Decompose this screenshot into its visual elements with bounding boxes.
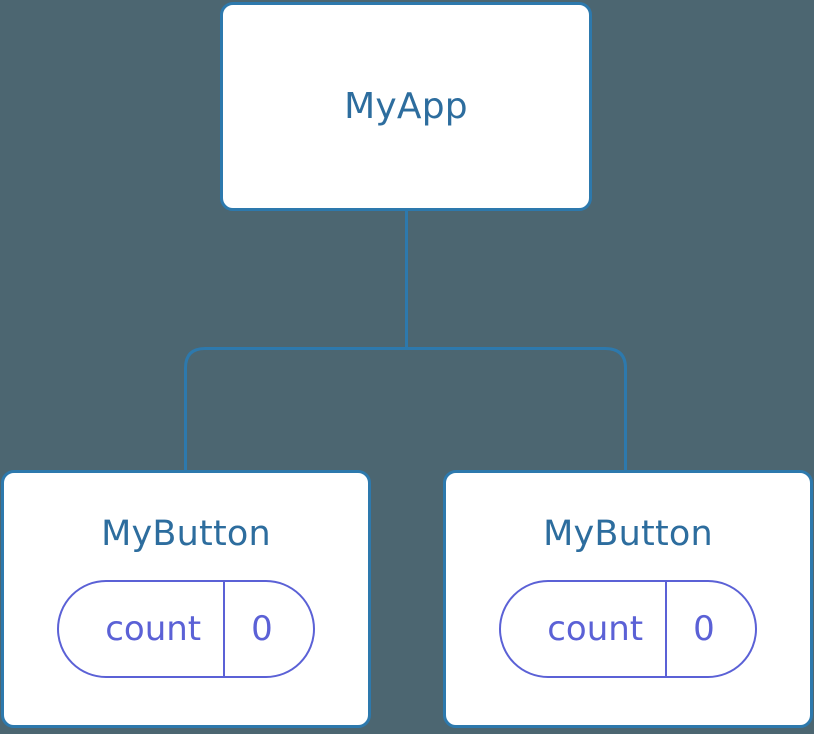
tree-node-root[interactable]: MyApp [220,2,592,211]
state-key: count [105,609,202,649]
node-title: MyApp [344,85,468,127]
connector-to-child-left [184,347,407,472]
tree-node-child[interactable]: MyButton count 0 [443,470,813,728]
state-value[interactable]: 0 [665,582,755,676]
state-pill[interactable]: count 0 [57,580,315,678]
state-value[interactable]: 0 [223,582,313,676]
state-pill[interactable]: count 0 [499,580,757,678]
state-key: count [547,609,644,649]
node-title: MyButton [543,514,713,554]
node-title: MyButton [101,514,271,554]
tree-node-child[interactable]: MyButton count 0 [1,470,371,728]
connector-to-child-right [406,347,627,472]
